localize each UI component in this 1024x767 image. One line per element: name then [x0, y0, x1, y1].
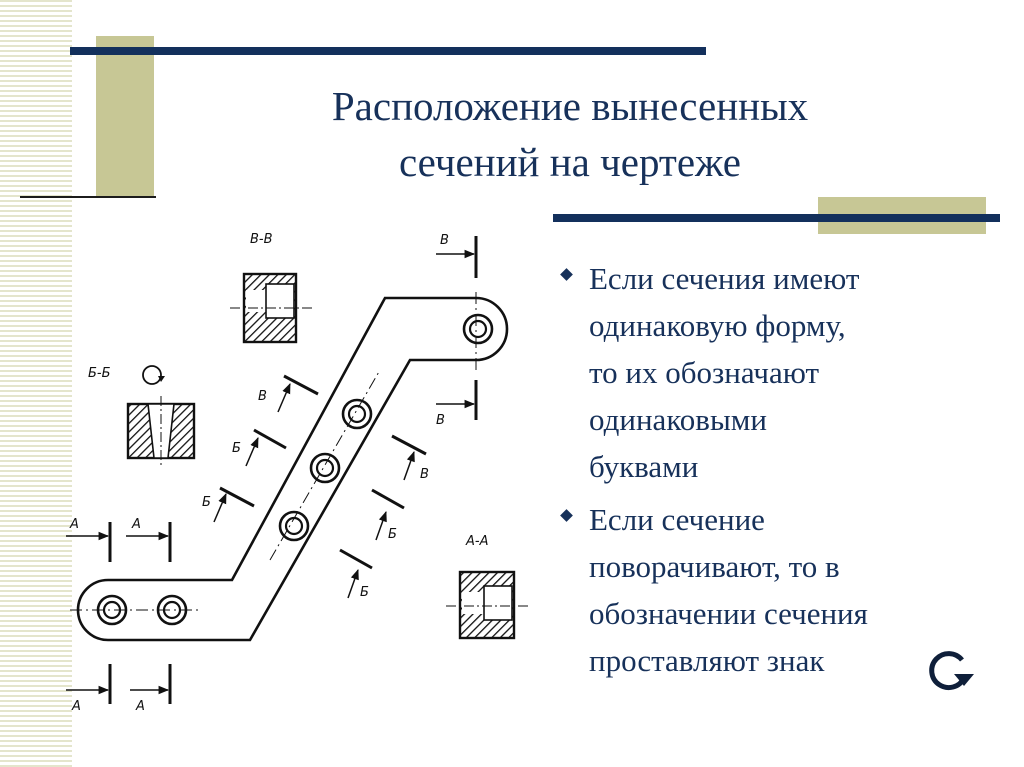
diamond-bullet-icon: [560, 268, 573, 281]
bullet-line: Если сечение: [589, 502, 765, 537]
section-vv-view: [230, 272, 312, 344]
bullet-line: буквами: [589, 449, 699, 484]
hole-2: [156, 594, 188, 626]
slide-title: Расположение вынесенных сечений на черте…: [160, 78, 980, 190]
letter-v-label: В: [440, 233, 449, 248]
slide-title-line-2: сечений на чертеже: [398, 139, 742, 185]
rotation-sign-small-icon: [142, 365, 165, 385]
bullet-list: Если сечения имеют одинаковую форму, то …: [556, 255, 996, 684]
section-aa-label: А-А: [465, 534, 488, 549]
bullet-text: Если сечение поворачивают, то в обозначе…: [589, 496, 868, 684]
bullet-line: проставляют знак: [589, 643, 825, 678]
hole-5: [341, 398, 373, 430]
decorative-mid-line: [553, 214, 1000, 222]
letter-v-label: В: [258, 389, 267, 404]
bullet-line: одинаковыми: [589, 402, 767, 437]
letter-a-label: А: [131, 517, 141, 532]
bullet-line: обозначении сечения: [589, 596, 868, 631]
letter-v-label: В: [436, 413, 445, 428]
cutting-plane-a-bottom: [66, 664, 172, 704]
decorative-stripes: [0, 0, 72, 767]
letter-a-label: А: [71, 699, 81, 714]
letter-a-label: А: [69, 517, 79, 532]
decorative-top-line: [70, 47, 706, 55]
cutting-plane-v-diagonal: [277, 374, 427, 481]
diamond-bullet-icon: [560, 509, 573, 522]
letter-v-label: В: [420, 467, 429, 482]
decorative-thin-line: [20, 196, 156, 198]
cutting-plane-v-top: [436, 236, 478, 420]
bullet-line: то их обозначают: [589, 355, 820, 390]
lever-part-outline: [70, 292, 509, 642]
decorative-block-left: [96, 36, 154, 196]
letter-b-label: Б: [232, 441, 241, 456]
cutting-plane-a-top: [66, 522, 172, 562]
bullet-line: одинаковую форму,: [589, 308, 846, 343]
cutting-plane-b-diagonal: [213, 428, 405, 599]
rotation-sign-icon: [929, 651, 974, 691]
hole-3: [278, 510, 310, 542]
technical-drawing: В-В Б-Б А-А А А А А: [66, 232, 528, 714]
letter-b-label: Б: [388, 527, 397, 542]
bullet-line: Если сечения имеют: [589, 261, 860, 296]
hole-6: [462, 313, 494, 345]
section-bb-view: [126, 396, 196, 468]
bullet-item: Если сечения имеют одинаковую форму, то …: [556, 255, 996, 490]
letter-b-label: Б: [202, 495, 211, 510]
section-aa-view: [446, 570, 528, 640]
letter-a-label: А: [135, 699, 145, 714]
bullet-item: Если сечение поворачивают, то в обозначе…: [556, 496, 996, 684]
bullet-line: поворачивают, то в: [589, 549, 840, 584]
slide-title-line-1: Расположение вынесенных: [331, 83, 809, 129]
hole-1: [96, 594, 128, 626]
section-vv-label: В-В: [250, 232, 273, 247]
letter-b-label: Б: [360, 585, 369, 600]
section-bb-label: Б-Б: [88, 366, 111, 381]
hole-4: [309, 452, 341, 484]
bullet-text: Если сечения имеют одинаковую форму, то …: [589, 255, 859, 490]
